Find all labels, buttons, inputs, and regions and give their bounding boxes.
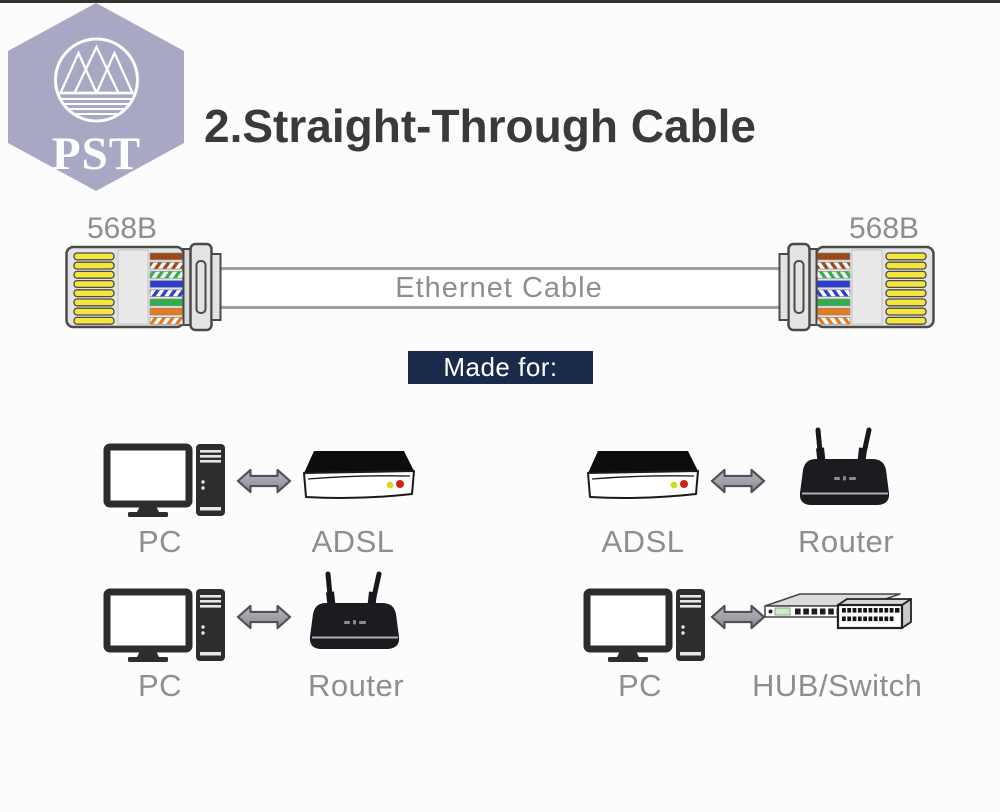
left-connector-label: 568B <box>86 212 158 245</box>
device-label-pc: PC <box>617 668 663 703</box>
device-label-adsl: ADSL <box>311 524 395 559</box>
made-for-label: Made for: <box>443 352 558 382</box>
adsl-modem-icon <box>298 448 420 506</box>
ethernet-cable: Ethernet Cable <box>216 267 782 309</box>
double-arrow-icon <box>236 463 292 499</box>
rj45-connector-left-icon <box>62 241 222 333</box>
router-icon <box>306 566 406 659</box>
device-label-router: Router <box>797 524 895 559</box>
pst-logo: PST <box>8 3 184 191</box>
pc-icon <box>103 443 225 518</box>
double-arrow-icon <box>710 599 766 635</box>
top-border-strip <box>0 0 1000 3</box>
double-arrow-icon <box>236 599 292 635</box>
cable-label: Ethernet Cable <box>395 271 603 304</box>
made-for-banner: Made for: <box>408 351 593 384</box>
hub-switch-icon <box>762 590 912 635</box>
device-label-pc: PC <box>137 524 183 559</box>
right-connector-label: 568B <box>848 212 920 245</box>
mountains-in-circle-icon: PST <box>52 37 141 180</box>
device-label-hub-switch: HUB/Switch <box>752 668 923 703</box>
device-label-router: Router <box>307 668 405 703</box>
logo-text: PST <box>52 128 141 180</box>
device-label-pc: PC <box>137 668 183 703</box>
page-title: 2.Straight-Through Cable <box>204 100 756 152</box>
router-icon <box>796 422 896 515</box>
adsl-modem-icon <box>582 448 704 506</box>
rj45-connector-right-icon <box>778 241 938 333</box>
double-arrow-icon <box>710 463 766 499</box>
pc-icon <box>103 588 225 663</box>
pc-icon <box>583 588 705 663</box>
device-label-adsl: ADSL <box>601 524 685 559</box>
